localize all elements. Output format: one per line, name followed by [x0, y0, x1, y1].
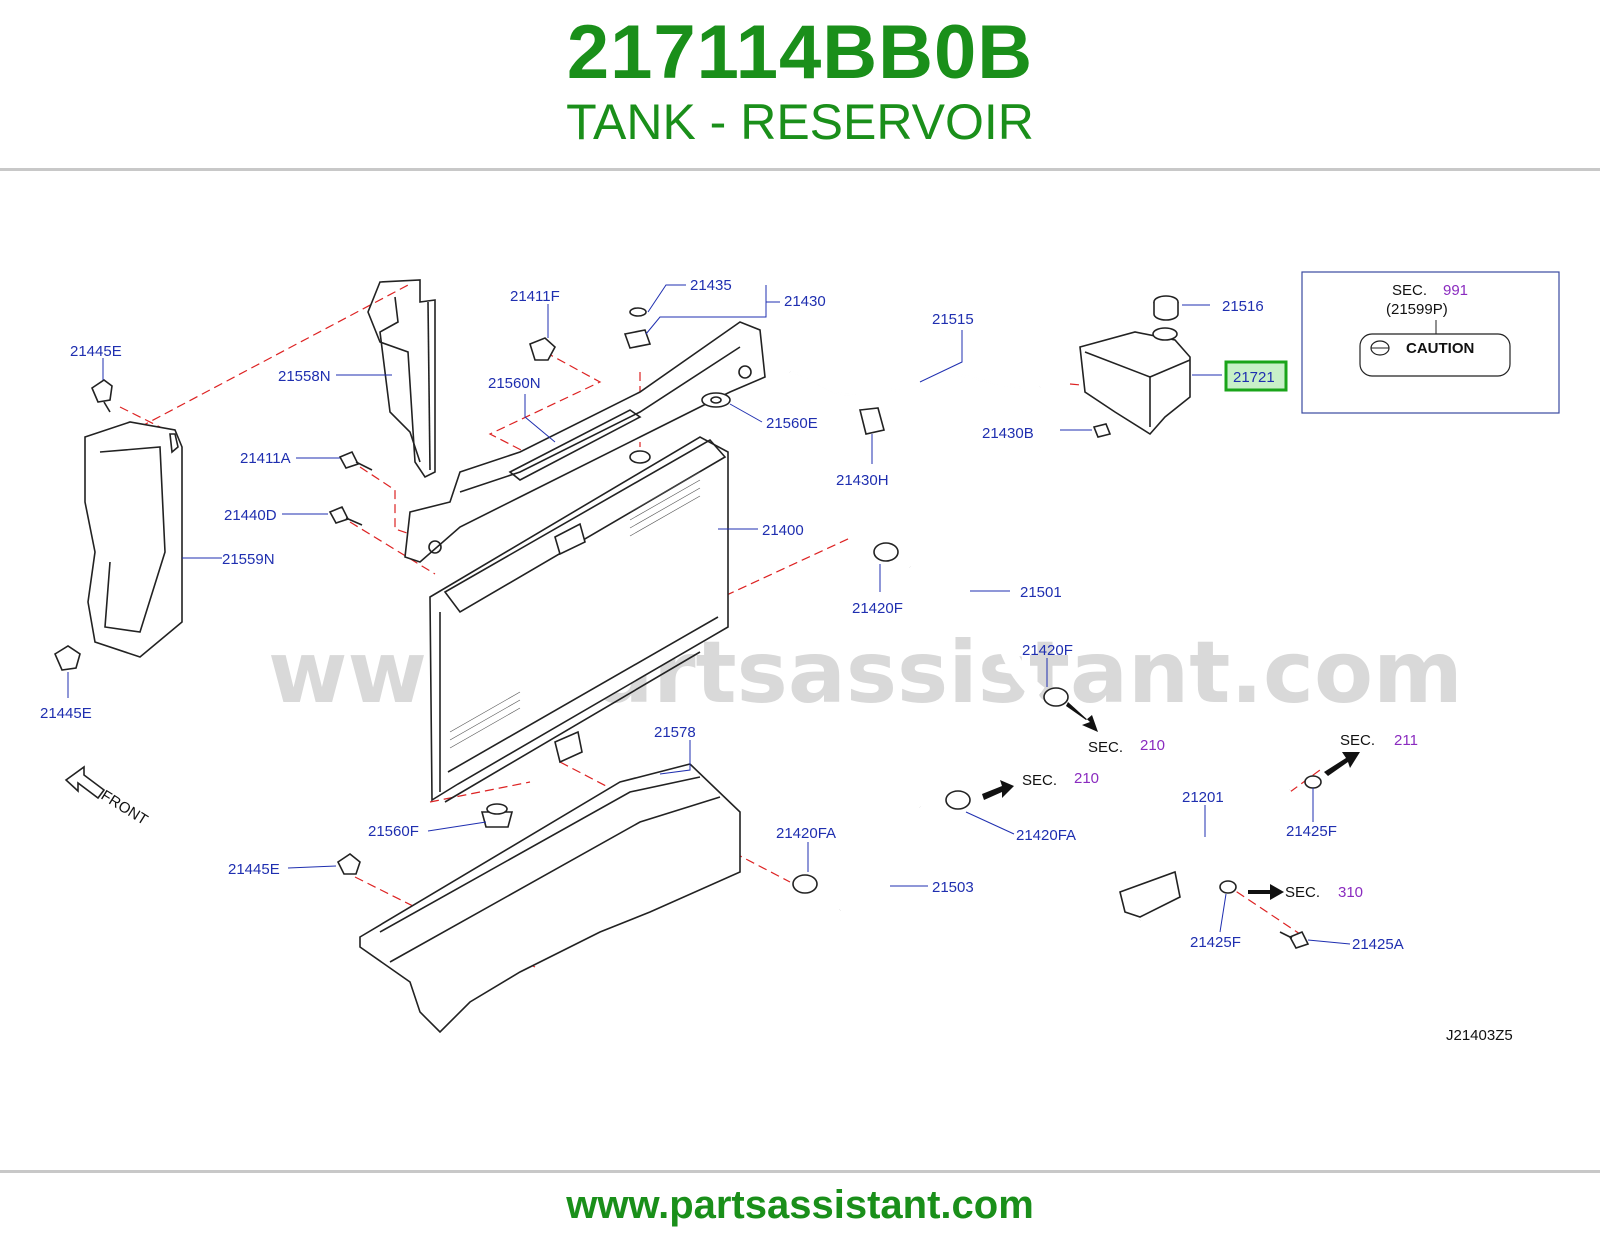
caution-text: CAUTION: [1406, 340, 1474, 357]
part-21501-upper-hose: [907, 559, 1045, 701]
label-21516[interactable]: 21516: [1222, 298, 1264, 315]
caution-box: SEC. 991 (21599P) CAUTION: [1301, 271, 1560, 414]
page-header: 217114BB0B TANK - RESERVOIR: [0, 0, 1600, 170]
part-21430-core-support: [404, 321, 766, 563]
header-divider: [0, 168, 1600, 171]
label-21560e[interactable]: 21560E: [766, 415, 818, 432]
sec-211-label[interactable]: SEC.: [1340, 732, 1375, 749]
part-21430h-clamp: [859, 407, 885, 435]
label-21435[interactable]: 21435: [690, 277, 732, 294]
highlighted-part-21721[interactable]: 21721: [1224, 360, 1288, 392]
label-21400[interactable]: 21400: [762, 522, 804, 539]
front-indicator: FRONT: [64, 765, 151, 829]
part-21721-reservoir-tank: [1079, 327, 1191, 436]
part-21420fa-clamp-left: [792, 874, 818, 894]
caution-plate: [1359, 333, 1511, 377]
caution-ref: (21599P): [1386, 301, 1448, 318]
label-21425a[interactable]: 21425A: [1352, 936, 1404, 953]
label-21501[interactable]: 21501: [1020, 584, 1062, 601]
label-21430h[interactable]: 21430H: [836, 472, 889, 489]
part-name-subtitle: TANK - RESERVOIR: [566, 94, 1034, 150]
part-21411a-bolt: [338, 450, 373, 471]
part-21435-grommet: [623, 307, 652, 349]
part-number-title: 217114BB0B: [566, 10, 1034, 95]
sec-210a-number[interactable]: 210: [1140, 737, 1165, 754]
part-21559n-shroud: [84, 421, 183, 658]
part-21420fa-clamp-right: [945, 790, 971, 810]
label-21578[interactable]: 21578: [654, 724, 696, 741]
label-21420fa-right[interactable]: 21420FA: [1016, 827, 1076, 844]
part-21515-hose: [789, 370, 1041, 396]
label-21420f-lower[interactable]: 21420F: [1022, 642, 1073, 659]
part-21560n-seal: [508, 409, 642, 481]
part-21445e-clip-left: [53, 645, 81, 671]
part-21440d-bolt: [328, 505, 363, 526]
cap-icon: [1370, 340, 1390, 356]
part-21503-lower-hose: [836, 797, 922, 918]
part-21425a-bolt: [1279, 930, 1310, 949]
sec-210b-number[interactable]: 210: [1074, 770, 1099, 787]
label-21515[interactable]: 21515: [932, 311, 974, 328]
label-21201[interactable]: 21201: [1182, 789, 1224, 806]
sec-210a-label[interactable]: SEC.: [1088, 739, 1123, 756]
caution-sec-number: 991: [1443, 282, 1468, 299]
part-21560f-insulator: [480, 803, 514, 828]
sec-310-number[interactable]: 310: [1338, 884, 1363, 901]
label-21430[interactable]: 21430: [784, 293, 826, 310]
footer-divider: [0, 1170, 1600, 1173]
leader-lines: [67, 284, 1351, 945]
label-21558n[interactable]: 21558N: [278, 368, 331, 385]
label-21440d[interactable]: 21440D: [224, 507, 277, 524]
label-21560f[interactable]: 21560F: [368, 823, 419, 840]
part-21420f-clamp-lower: [1043, 687, 1069, 707]
sec-211-number[interactable]: 211: [1394, 732, 1418, 749]
part-21420f-clamp-upper: [873, 542, 899, 562]
part-labels: 21445E 21558N 21411F 21435 21430 21560N …: [40, 277, 1404, 953]
part-21445e-clip-bottom: [336, 853, 361, 875]
label-21420fa-left[interactable]: 21420FA: [776, 825, 836, 842]
part-21425f-clamp-lower: [1219, 880, 1237, 894]
part-21558n-bracket: [367, 279, 436, 479]
sec-210b-label[interactable]: SEC.: [1022, 772, 1057, 789]
label-21430b[interactable]: 21430B: [982, 425, 1034, 442]
label-21559n[interactable]: 21559N: [222, 551, 275, 568]
label-21411a[interactable]: 21411A: [240, 450, 291, 467]
sec-310-label[interactable]: SEC.: [1285, 884, 1320, 901]
part-21560e-insulator: [701, 392, 731, 408]
label-21411f[interactable]: 21411F: [510, 288, 560, 305]
label-21560n[interactable]: 21560N: [488, 375, 541, 392]
label-21445e-bottom[interactable]: 21445E: [228, 861, 280, 878]
part-21425f-clamp-upper: [1304, 775, 1322, 789]
label-21445e-top[interactable]: 21445E: [70, 343, 122, 360]
part-21411f-clip: [529, 337, 557, 361]
footer-url[interactable]: www.partsassistant.com: [566, 1183, 1034, 1227]
front-label: FRONT: [98, 787, 151, 829]
section-references: SEC. 210 SEC. 210 SEC. 211 SEC. 310: [1022, 732, 1418, 901]
caution-sec-label: SEC.: [1392, 282, 1427, 299]
part-21400-radiator: [429, 436, 729, 803]
label-21425f-lower[interactable]: 21425F: [1190, 934, 1241, 951]
label-21721[interactable]: 21721: [1233, 369, 1275, 386]
part-21516-cap: [1153, 295, 1179, 321]
label-21425f-upper[interactable]: 21425F: [1286, 823, 1337, 840]
label-21420f-upper[interactable]: 21420F: [852, 600, 903, 617]
direction-arrows: [982, 702, 1360, 900]
part-21430b-nut: [1092, 423, 1112, 438]
diagram-code: J21403Z5: [1446, 1027, 1513, 1044]
parts-diagram: www.partsassistant.com: [40, 271, 1560, 1044]
part-21201-water-pipe: [1119, 785, 1294, 925]
part-21578-lower-cover: [359, 763, 741, 1034]
label-21503[interactable]: 21503: [932, 879, 974, 896]
label-21445e-left[interactable]: 21445E: [40, 705, 92, 722]
part-21445e-clip-top: [91, 379, 113, 413]
